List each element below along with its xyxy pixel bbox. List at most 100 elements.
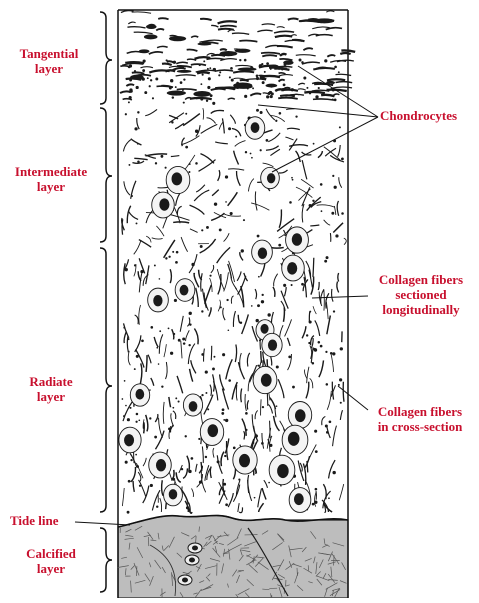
tangential-fiber	[261, 53, 280, 54]
tangential-dot	[129, 64, 132, 67]
tangential-fiber	[218, 29, 234, 30]
fiber-cross-section-dot	[269, 444, 272, 447]
collagen-fiber	[151, 378, 154, 386]
fiber-cross-section-dot	[201, 353, 204, 356]
collagen-fiber	[255, 289, 256, 299]
fiber-cross-section-dot	[260, 111, 263, 114]
collagen-cross-line-1: Collagen fibers	[362, 404, 478, 419]
collagen-fiber	[306, 382, 309, 399]
collagen-fiber	[129, 212, 138, 220]
tangential-dot	[244, 95, 247, 98]
collagen-fiber	[203, 108, 204, 119]
collagen-fiber	[280, 325, 283, 337]
collagen-fiber	[200, 154, 214, 164]
collagen-fiber	[258, 488, 262, 507]
tangential-fiber	[336, 82, 353, 83]
tangential-fiber	[275, 36, 292, 37]
fiber-cross-section-dot	[178, 401, 180, 403]
tangential-fiber	[303, 48, 312, 50]
collagen-fiber	[212, 190, 219, 196]
collagen-fiber	[241, 286, 244, 307]
fiber-cross-section-dot	[222, 408, 225, 411]
flattened-chondrocyte	[167, 90, 186, 95]
fiber-cross-section-dot	[332, 352, 335, 355]
fiber-cross-section-dot	[212, 368, 215, 371]
collagen-fiber	[220, 374, 225, 390]
collagen-fiber	[274, 274, 278, 287]
collagen-fiber	[222, 388, 228, 409]
fiber-cross-section-dot	[137, 111, 139, 113]
fiber-cross-section-dot	[328, 497, 330, 499]
tangential-fiber	[197, 72, 210, 73]
chondrocyte-nucleus	[172, 172, 183, 185]
fiber-cross-section-dot	[320, 345, 323, 348]
tangential-fiber	[215, 70, 233, 71]
tangential-dot	[129, 88, 132, 91]
collagen-fiber	[296, 151, 301, 162]
tangential-fiber	[211, 25, 218, 27]
fiber-cross-section-dot	[136, 222, 138, 224]
tangential-fiber	[233, 71, 254, 72]
chondrocytes-label: Chondrocytes	[380, 108, 457, 123]
tangential-dot	[142, 69, 145, 72]
fiber-cross-section-dot	[150, 484, 153, 487]
fiber-cross-section-dot	[138, 419, 140, 421]
collagen-fiber	[137, 118, 140, 129]
collagen-fiber	[232, 129, 241, 137]
radiate-layer-label: Radiate layer	[8, 374, 94, 404]
fiber-cross-section-dot	[185, 435, 187, 437]
tangential-dot	[180, 81, 183, 84]
fiber-cross-section-dot	[250, 153, 252, 155]
chondrocyte-nucleus	[268, 340, 277, 351]
fiber-cross-section-dot	[206, 226, 209, 229]
collagen-fiber	[215, 142, 228, 144]
fiber-cross-section-dot	[341, 212, 344, 215]
collagen-fiber	[255, 191, 257, 210]
fiber-cross-section-dot	[278, 244, 281, 247]
collagen-fiber	[274, 416, 280, 431]
bracket-radiate	[100, 248, 112, 512]
fiber-cross-section-dot	[193, 273, 195, 275]
collagen-fiber	[143, 486, 149, 503]
fiber-cross-section-dot	[125, 405, 127, 407]
fiber-cross-section-dot	[267, 313, 270, 316]
tangential-dot	[252, 87, 254, 89]
collagen-fiber	[213, 448, 214, 458]
fiber-cross-section-dot	[182, 337, 185, 340]
flattened-chondrocyte	[238, 67, 257, 71]
collagen-fiber	[196, 288, 199, 307]
fiber-cross-section-dot	[283, 284, 286, 287]
fiber-cross-section-dot	[188, 470, 191, 473]
tangential-fiber	[191, 36, 198, 37]
fiber-cross-section-dot	[181, 468, 183, 470]
collagen-fiber	[318, 151, 322, 158]
fiber-cross-section-dot	[315, 450, 318, 453]
bracket-calcified	[100, 528, 112, 592]
tangential-dot	[273, 65, 275, 67]
tangential-dot	[266, 62, 269, 65]
fiber-cross-section-dot	[136, 413, 139, 416]
chondrocyte-cells	[119, 117, 312, 513]
tangential-dot	[166, 59, 168, 61]
collagen-fiber	[235, 344, 236, 362]
collagen-fiber	[313, 306, 316, 314]
tangential-dot	[129, 96, 132, 99]
collagen-fiber	[181, 341, 182, 358]
tangential-fiber	[132, 72, 145, 73]
fiber-cross-section-dot	[134, 264, 136, 266]
flattened-chondrocyte	[169, 36, 186, 41]
fiber-cross-section-dot	[201, 310, 203, 312]
fiber-cross-section-dot	[136, 465, 139, 468]
fiber-cross-section-dot	[341, 158, 344, 161]
fiber-cross-section-dot	[325, 351, 327, 353]
fiber-cross-section-dot	[154, 436, 157, 439]
tangential-fiber	[228, 98, 235, 99]
fiber-cross-section-dot	[159, 330, 161, 332]
fiber-cross-section-dot	[313, 143, 315, 145]
fiber-cross-section-dot	[139, 485, 141, 487]
tide-line-pointer	[75, 522, 130, 525]
collagen-fiber	[236, 385, 237, 401]
tangential-dot	[199, 64, 201, 66]
tangential-fiber	[262, 55, 277, 56]
